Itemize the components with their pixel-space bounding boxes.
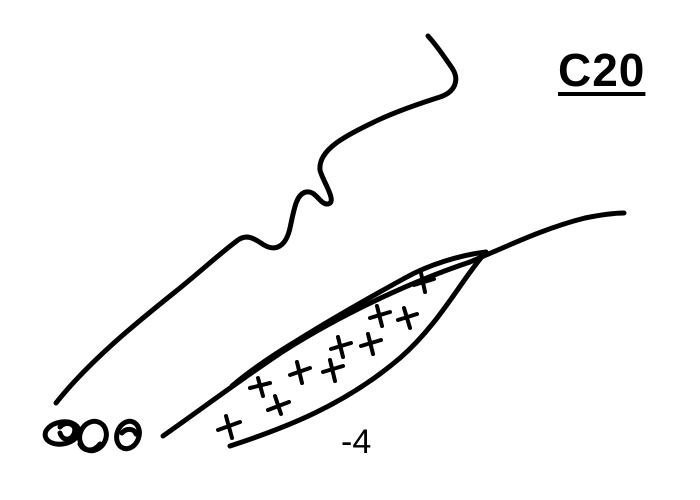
lens-outline bbox=[227, 249, 489, 449]
cross-mark bbox=[248, 376, 272, 398]
pebble-shape bbox=[114, 418, 142, 452]
upper-wavy-line bbox=[53, 33, 459, 406]
cross-mark bbox=[216, 414, 242, 440]
pebble-shape bbox=[57, 421, 78, 442]
cross-mark bbox=[288, 360, 312, 385]
cross-mark bbox=[321, 358, 345, 383]
cross-mark bbox=[412, 271, 436, 294]
cross-mark bbox=[396, 306, 419, 330]
cross-mark bbox=[359, 332, 383, 356]
cross-mark bbox=[266, 394, 291, 416]
depth-label: -4 bbox=[341, 423, 372, 461]
sample-code-label: C20 bbox=[558, 44, 646, 96]
cross-mark bbox=[329, 335, 353, 359]
cross-mark bbox=[368, 304, 392, 328]
pebble-shape bbox=[119, 426, 139, 437]
pebble-shape bbox=[77, 441, 103, 453]
